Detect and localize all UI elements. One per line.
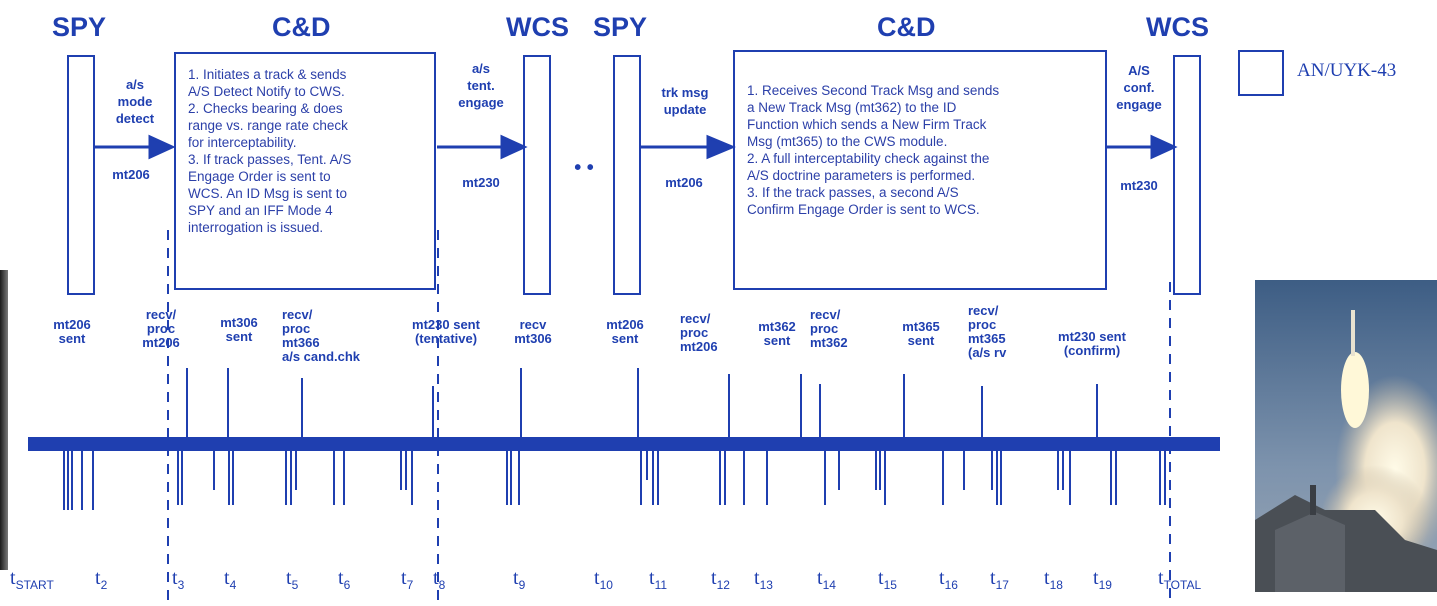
header-wcs-1: WCS — [506, 12, 569, 42]
time-label: t6 — [338, 567, 351, 592]
box2-line: a New Track Msg (mt362) to the ID — [747, 100, 957, 115]
time-label: t8 — [433, 567, 446, 592]
arrow-head — [706, 134, 736, 160]
wcs-process-bar-2 — [1173, 55, 1201, 295]
cd-description-box-1: 1. Initiates a track & sends A/S Detect … — [174, 52, 436, 290]
arrow-head — [500, 134, 528, 160]
box1-line: interrogation is issued. — [188, 220, 324, 235]
time-label: t12 — [711, 567, 730, 592]
event-label: recv/ proc mt206 — [142, 307, 180, 350]
arrow-label-top-2: a/s tent. engage — [458, 61, 504, 110]
time-label: t15 — [878, 567, 897, 592]
arrow-label-bottom-3: mt206 — [665, 175, 703, 190]
box1-line: 1. Initiates a track & sends — [188, 67, 347, 82]
time-label: t2 — [95, 567, 108, 592]
header-wcs-2: WCS — [1146, 12, 1209, 42]
missile-launch-photo — [1255, 280, 1437, 592]
header-spy-2: SPY — [593, 12, 648, 42]
event-label: mt206 sent — [606, 317, 644, 346]
box2-line: 3. If the track passes, a second A/S — [747, 185, 959, 200]
box1-line: Engage Order is sent to — [188, 169, 331, 184]
time-label: t18 — [1044, 567, 1063, 592]
box1-line: A/S Detect Notify to CWS. — [188, 84, 345, 99]
header-cd-2: C&D — [877, 12, 936, 42]
box2-line: Confirm Engage Order is sent to WCS. — [747, 202, 980, 217]
spy-process-bar-2 — [613, 55, 641, 295]
time-label: t7 — [401, 567, 414, 592]
arrow-label-bottom-4: mt230 — [1120, 178, 1158, 193]
arrow-head — [148, 134, 176, 160]
header-spy-1: SPY — [52, 12, 107, 42]
box2-line: 2. A full interceptability check against… — [747, 151, 990, 166]
box1-line: 3. If track passes, Tent. A/S — [188, 152, 352, 167]
time-label: t5 — [286, 567, 299, 592]
time-label: t9 — [513, 567, 526, 592]
left-edge-image-strip — [0, 270, 8, 570]
spy-process-bar-1 — [67, 55, 95, 295]
box1-line: for interceptability. — [188, 135, 297, 150]
event-label: recv/ proc mt365 (a/s rv — [968, 303, 1007, 360]
event-label: mt306 sent — [220, 315, 258, 344]
event-label: mt365 sent — [902, 319, 940, 348]
box2-line: Msg (mt365) to the CWS module. — [747, 134, 948, 149]
time-label: t16 — [939, 567, 958, 592]
arrow-label-bottom-2: mt230 — [462, 175, 500, 190]
event-label: mt230 sent (tentative) — [412, 317, 480, 346]
time-label: t11 — [649, 567, 668, 592]
wcs-process-bar-1 — [523, 55, 551, 295]
box1-line: SPY and an IFF Mode 4 — [188, 203, 333, 218]
box1-line: range vs. range rate check — [188, 118, 348, 133]
event-label: mt362 sent — [758, 319, 796, 348]
arrow-label-top-3: trk msg update — [661, 85, 709, 117]
box2-line: Function which sends a New Firm Track — [747, 117, 987, 132]
time-label: t4 — [224, 567, 237, 592]
box1-line: WCS. An ID Msg is sent to — [188, 186, 348, 201]
cd-description-box-2: 1. Receives Second Track Msg and sends a… — [733, 50, 1107, 290]
event-label: recv/ proc mt362 — [810, 307, 848, 350]
box2-line: A/S doctrine parameters is performed. — [747, 168, 976, 183]
continuation-dots: • • — [574, 157, 594, 179]
legend-label: AN/UYK-43 — [1297, 60, 1397, 81]
event-label: mt206 sent — [53, 317, 91, 346]
event-label: recv/ proc mt206 — [680, 311, 718, 354]
event-label: mt230 sent (confirm) — [1058, 329, 1126, 358]
arrow-label-top-1: a/s mode detect — [115, 77, 155, 126]
arrow-head — [1150, 134, 1178, 160]
header-cd-1: C&D — [272, 12, 331, 42]
legend-swatch — [1238, 50, 1284, 96]
time-label: t14 — [817, 567, 836, 592]
time-label: tTOTAL — [1158, 567, 1202, 592]
time-label: t3 — [172, 567, 185, 592]
event-label: recv mt306 — [514, 317, 552, 346]
arrow-label-bottom-1: mt206 — [112, 167, 150, 182]
time-label: t19 — [1093, 567, 1112, 592]
timeline-bar — [28, 437, 1220, 451]
time-label: t13 — [754, 567, 773, 592]
time-label: t17 — [990, 567, 1009, 592]
arrow-label-top-4: A/S conf. engage — [1116, 63, 1162, 112]
time-label: t10 — [594, 567, 613, 592]
box1-line: 2. Checks bearing & does — [188, 101, 343, 116]
box2-line: 1. Receives Second Track Msg and sends — [747, 83, 1000, 98]
event-label: recv/ proc mt366 a/s cand.chk — [282, 307, 361, 364]
time-label: tSTART — [10, 567, 54, 592]
